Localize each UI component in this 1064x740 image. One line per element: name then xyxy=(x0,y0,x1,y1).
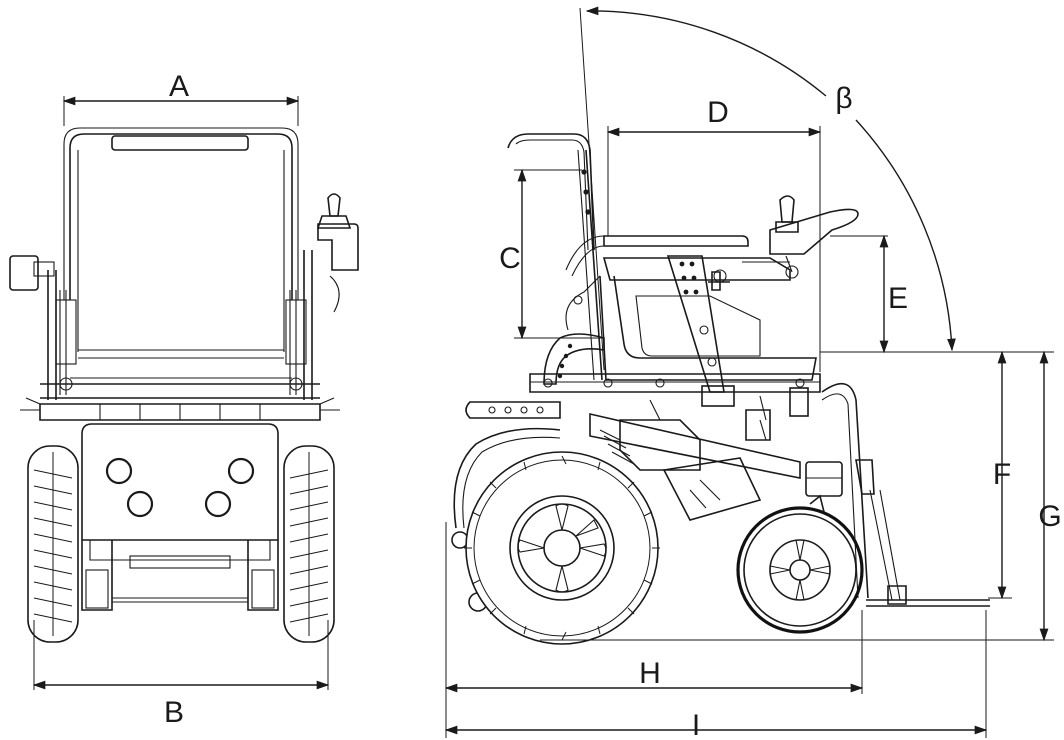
dimension-C: C xyxy=(499,168,604,340)
label-B: B xyxy=(164,696,184,729)
label-beta: β xyxy=(835,82,852,115)
label-E: E xyxy=(888,282,908,315)
dimension-B: B xyxy=(32,620,330,729)
label-D: D xyxy=(707,96,729,129)
label-F: F xyxy=(993,458,1011,491)
dimension-F: F xyxy=(988,350,1012,600)
dimension-E: E xyxy=(830,234,908,354)
front-view xyxy=(9,127,359,643)
dimension-A: A xyxy=(62,70,300,126)
label-I: I xyxy=(692,709,700,740)
label-A: A xyxy=(169,70,189,103)
angle-beta: β xyxy=(579,6,956,371)
label-H: H xyxy=(639,657,661,690)
dimension-D: D xyxy=(606,96,822,372)
label-C: C xyxy=(499,242,521,275)
dimension-I: I xyxy=(444,610,988,740)
dimension-G: G xyxy=(540,350,1062,642)
label-G: G xyxy=(1038,500,1061,533)
side-view xyxy=(451,133,990,645)
dimension-H: H xyxy=(444,522,864,694)
